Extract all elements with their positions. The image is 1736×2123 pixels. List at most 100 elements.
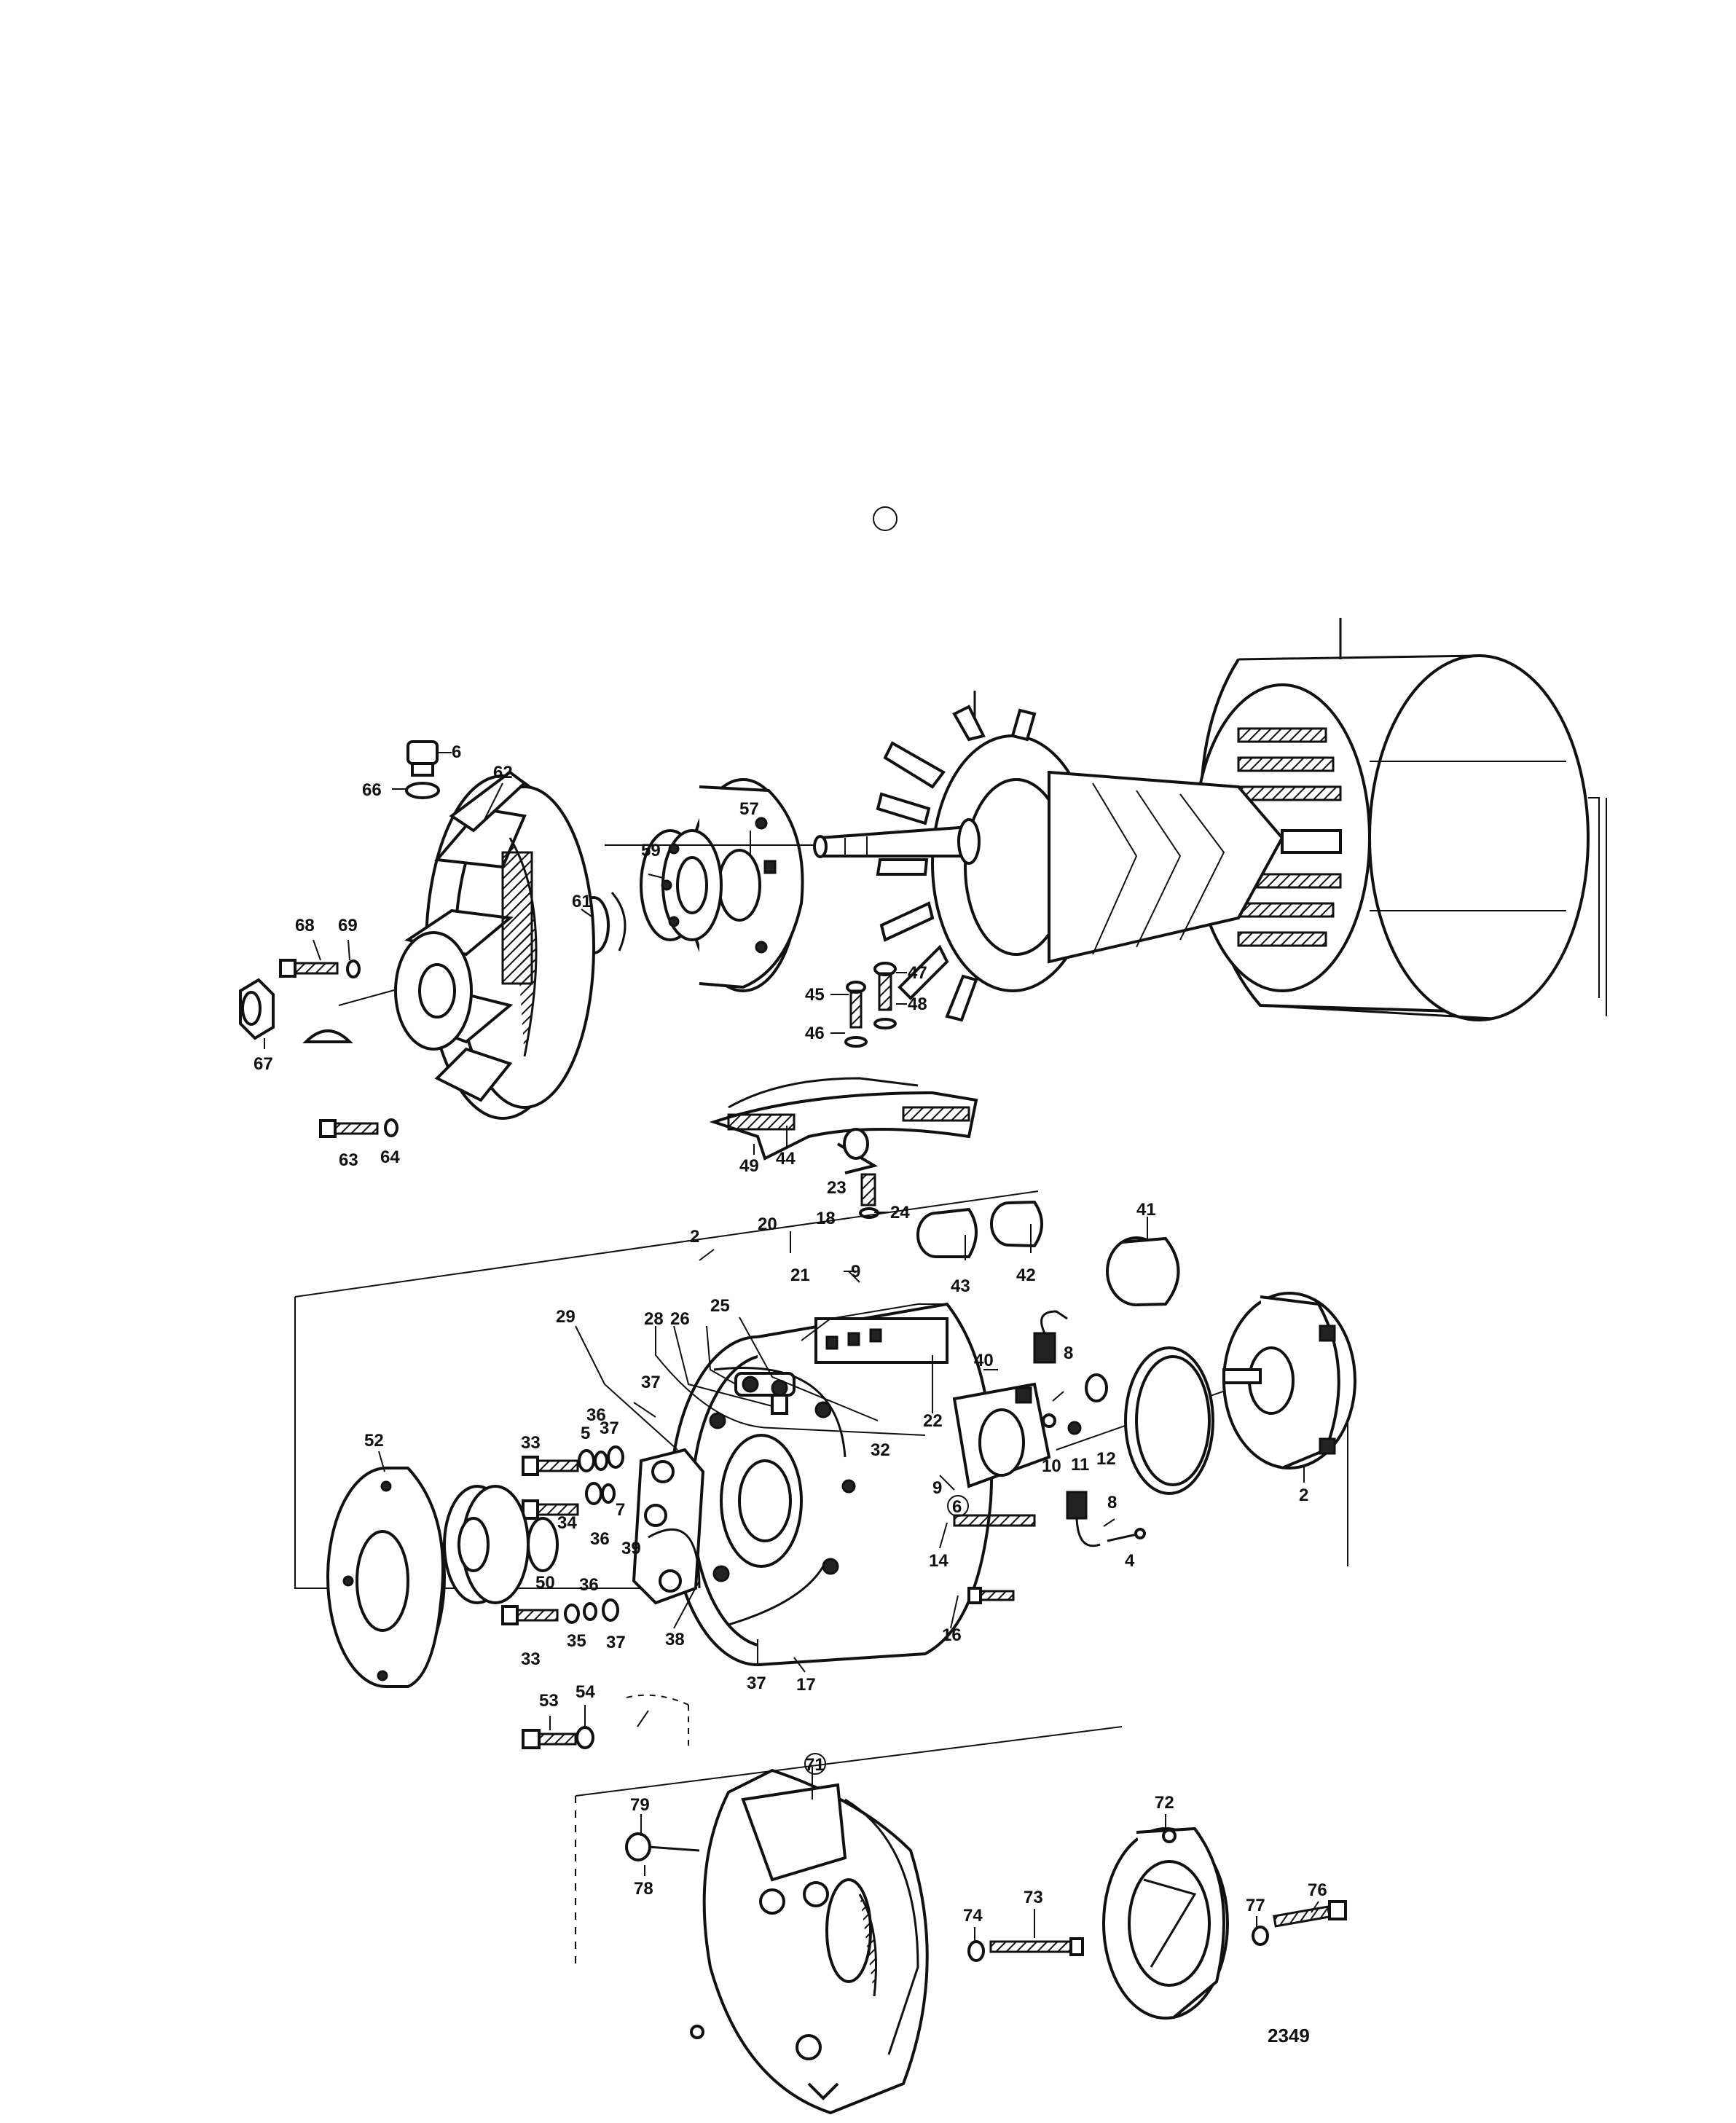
callout-18: 18 [816, 1209, 836, 1228]
callout-23: 23 [827, 1178, 847, 1198]
callout-62: 62 [493, 763, 513, 782]
callout-77: 77 [1246, 1896, 1265, 1915]
callout-9-mid: 9 [932, 1478, 942, 1498]
bushing-42 [990, 1200, 1043, 1248]
leader-lines [264, 752, 1319, 1942]
screw-45 [844, 981, 868, 1048]
bolt-73 [967, 1937, 1084, 1962]
callout-42: 42 [1016, 1265, 1036, 1285]
callout-26: 26 [670, 1309, 690, 1329]
regulator-bracket [632, 1448, 705, 1605]
small-washers-10-11 [1042, 1413, 1082, 1435]
callout-12: 12 [1096, 1449, 1116, 1469]
callout-52: 52 [364, 1431, 384, 1451]
callout-69: 69 [338, 916, 358, 935]
callout-6-circled: 6 [952, 1497, 962, 1517]
callout-76: 76 [1308, 1880, 1327, 1900]
spring-12 [1085, 1373, 1108, 1402]
callout-50: 50 [535, 1573, 555, 1593]
terminal-screw-4 [1107, 1528, 1146, 1542]
screw-23 [859, 1173, 879, 1219]
callout-9-top: 9 [851, 1262, 860, 1282]
callout-43: 43 [951, 1276, 970, 1296]
stator-windings [1237, 727, 1342, 947]
callout-24: 24 [890, 1203, 910, 1223]
callout-7: 7 [616, 1500, 625, 1520]
bushing-43 [916, 1207, 978, 1258]
callout-78: 78 [634, 1879, 653, 1899]
callout-circle-6 [947, 1495, 969, 1517]
ball-bearing [443, 1485, 530, 1604]
figure-number: 2349 [1268, 2025, 1310, 2047]
callout-34: 34 [557, 1513, 577, 1533]
shaft-nut-67 [239, 978, 275, 1040]
bolt-76 [1252, 1900, 1347, 1946]
callout-41: 41 [1136, 1200, 1156, 1220]
registration-mark [873, 506, 898, 531]
woodruff-key [302, 1029, 353, 1043]
callout-8-lower: 8 [1107, 1493, 1117, 1512]
rectifier-plate [952, 1382, 1051, 1488]
callout-6-plug: 6 [452, 742, 461, 762]
callout-16: 16 [942, 1625, 962, 1645]
rotor-assembly [813, 691, 1342, 1022]
callout-35: 35 [567, 1631, 586, 1651]
bearing-o-ring-50 [527, 1517, 559, 1572]
callout-57: 57 [739, 799, 759, 819]
callout-4: 4 [1125, 1551, 1135, 1571]
callout-2-cap: 2 [1299, 1486, 1308, 1505]
brush-holder-8-lower [1066, 1491, 1101, 1547]
callout-67: 67 [254, 1054, 273, 1074]
callout-8-upper: 8 [1064, 1343, 1073, 1363]
sleeve-41 [1106, 1236, 1180, 1306]
callout-54: 54 [576, 1682, 595, 1702]
callout-29: 29 [556, 1307, 576, 1327]
callout-39: 39 [621, 1539, 641, 1558]
ring-seal [1124, 1346, 1214, 1495]
callout-33-upper: 33 [521, 1433, 541, 1453]
callout-32: 32 [871, 1440, 890, 1460]
ball-bearing-59 [640, 829, 723, 941]
callout-38: 38 [665, 1630, 685, 1649]
callout-47: 47 [908, 963, 927, 983]
main-housing-17 [669, 1302, 994, 1666]
callout-10: 10 [1042, 1456, 1061, 1476]
callout-37-lower: 37 [606, 1633, 626, 1652]
brush-holder-8-upper [1033, 1310, 1068, 1364]
callout-22: 22 [923, 1411, 943, 1431]
callout-45: 45 [805, 985, 825, 1005]
bolt-33-middle [522, 1499, 579, 1520]
callout-79: 79 [630, 1795, 650, 1815]
end-cap-2 [1222, 1292, 1356, 1469]
callout-40: 40 [974, 1351, 994, 1370]
callout-17: 17 [796, 1675, 816, 1695]
callout-53: 53 [539, 1691, 559, 1711]
callout-59: 59 [641, 841, 661, 860]
callout-74: 74 [963, 1906, 983, 1926]
callout-72: 72 [1155, 1793, 1174, 1813]
callout-48: 48 [908, 994, 927, 1014]
screw-47 [873, 962, 897, 1029]
rotor-shaft [813, 818, 981, 865]
callout-44: 44 [776, 1149, 796, 1169]
callout-14: 14 [929, 1551, 948, 1571]
callout-68: 68 [295, 916, 315, 935]
bolt-33-lower [501, 1605, 559, 1625]
flange-72 [1102, 1826, 1229, 2020]
screw-16 [967, 1587, 1015, 1604]
callout-11: 11 [1071, 1455, 1089, 1475]
callout-21: 21 [790, 1265, 810, 1285]
callout-36-lower: 36 [579, 1575, 599, 1595]
callout-28: 28 [644, 1309, 664, 1329]
callout-20: 20 [758, 1214, 777, 1234]
callout-37-upper: 37 [641, 1373, 661, 1392]
callout-labels: 6 66 62 68 69 67 61 59 57 47 48 45 46 49… [254, 742, 1327, 1926]
washers [564, 1445, 624, 1624]
bell-housing-71 [690, 1768, 929, 2115]
plate-bolt-14 [953, 1514, 1036, 1527]
callout-66: 66 [362, 780, 382, 800]
brush-cover-44 [709, 1077, 978, 1174]
bolt-53 [522, 1726, 594, 1749]
callout-63: 63 [339, 1150, 358, 1170]
